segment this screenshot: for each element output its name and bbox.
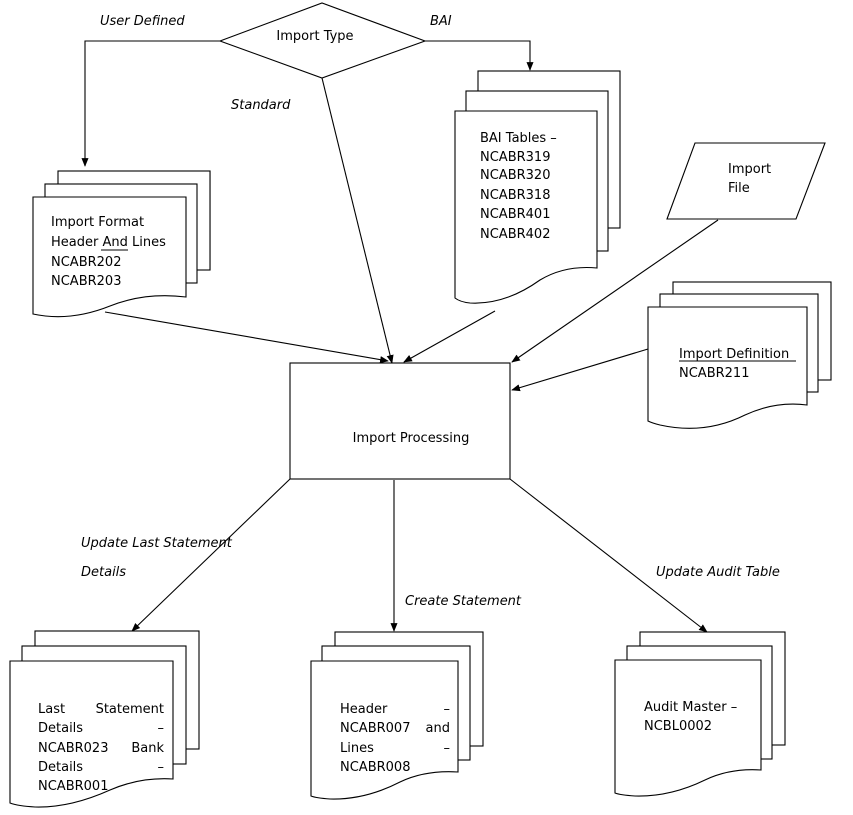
input-import-file: Import File [666,142,826,220]
bai-line-2: NCABR319 [480,150,550,165]
document-import-format: Import Format Header And Lines NCABR202 … [32,170,211,318]
document-import-definition: Import Definition NCABR211 [647,281,832,429]
audit-master-line-2: NCBL0002 [644,719,712,734]
bai-line-4: NCABR318 [480,188,550,203]
arrow-definition-to-processing [511,348,649,392]
header-lines-line-2b: and [426,721,450,736]
arrow-update-audit [509,478,708,633]
decision-label: Import Type [276,29,353,44]
header-lines-line-3a: Lines [340,741,374,756]
header-lines-line-3b: – [444,741,451,756]
bai-line-1: BAI Tables – [480,131,557,146]
last-statement-line-3a: NCABR023 [38,741,108,756]
import-file-line-1: Import [728,162,771,177]
document-last-statement: Last Statement Details – NCABR023 Bank D… [9,630,200,808]
import-definition-line-1: Import Definition [679,347,789,362]
last-statement-line-5: NCABR001 [38,779,108,794]
connectors [81,40,719,633]
document-bai-tables: BAI Tables – NCABR319 NCABR320 NCABR318 … [454,70,621,304]
audit-master-line-1: Audit Master – [644,700,737,715]
process-import-processing: Import Processing [289,362,511,480]
header-lines-line-4: NCABR008 [340,760,410,775]
import-definition-line-2: NCABR211 [679,366,749,381]
decision-import-type: Import Type [218,2,427,79]
last-statement-line-2a: Details [38,721,83,736]
document-audit-master: Audit Master – NCBL0002 [614,631,786,797]
document-header-lines: Header – NCABR007 and Lines – NCABR008 [310,631,484,800]
import-format-line-1: Import Format [51,215,144,230]
arrow-standard [321,77,394,364]
last-statement-line-4b: – [158,760,165,775]
last-statement-line-3b: Bank [131,741,164,756]
label-update-last-statement-2: Details [81,565,126,580]
label-update-last-statement: Update Last Statement [81,536,233,551]
arrow-update-last-statement [131,478,291,632]
arrow-format-to-processing [104,311,389,364]
last-statement-line-4a: Details [38,760,83,775]
label-update-audit: Update Audit Table [656,565,780,580]
label-standard: Standard [231,98,291,113]
header-lines-line-1b: – [444,702,451,717]
arrow-file-to-processing [511,219,719,363]
bai-line-5: NCABR401 [480,207,550,222]
label-bai: BAI [430,14,452,29]
import-file-line-2: File [728,181,750,196]
label-create-statement: Create Statement [405,594,522,609]
import-format-line-3: NCABR202 [51,255,121,270]
label-user-defined: User Defined [100,14,185,29]
last-statement-line-2b: – [158,721,165,736]
bai-line-3: NCABR320 [480,168,550,183]
arrow-bai-to-processing [403,310,496,363]
import-format-line-2: Header And Lines [51,235,166,250]
arrow-user-defined [81,40,220,167]
arrow-bai [425,40,534,71]
header-lines-line-2a: NCABR007 [340,721,410,736]
last-statement-line-1a: Last [38,702,65,717]
import-format-line-4: NCABR203 [51,274,121,289]
last-statement-line-1b: Statement [96,702,164,717]
header-lines-line-1a: Header [340,702,388,717]
bai-line-6: NCABR402 [480,227,550,242]
process-label: Import Processing [353,431,470,446]
